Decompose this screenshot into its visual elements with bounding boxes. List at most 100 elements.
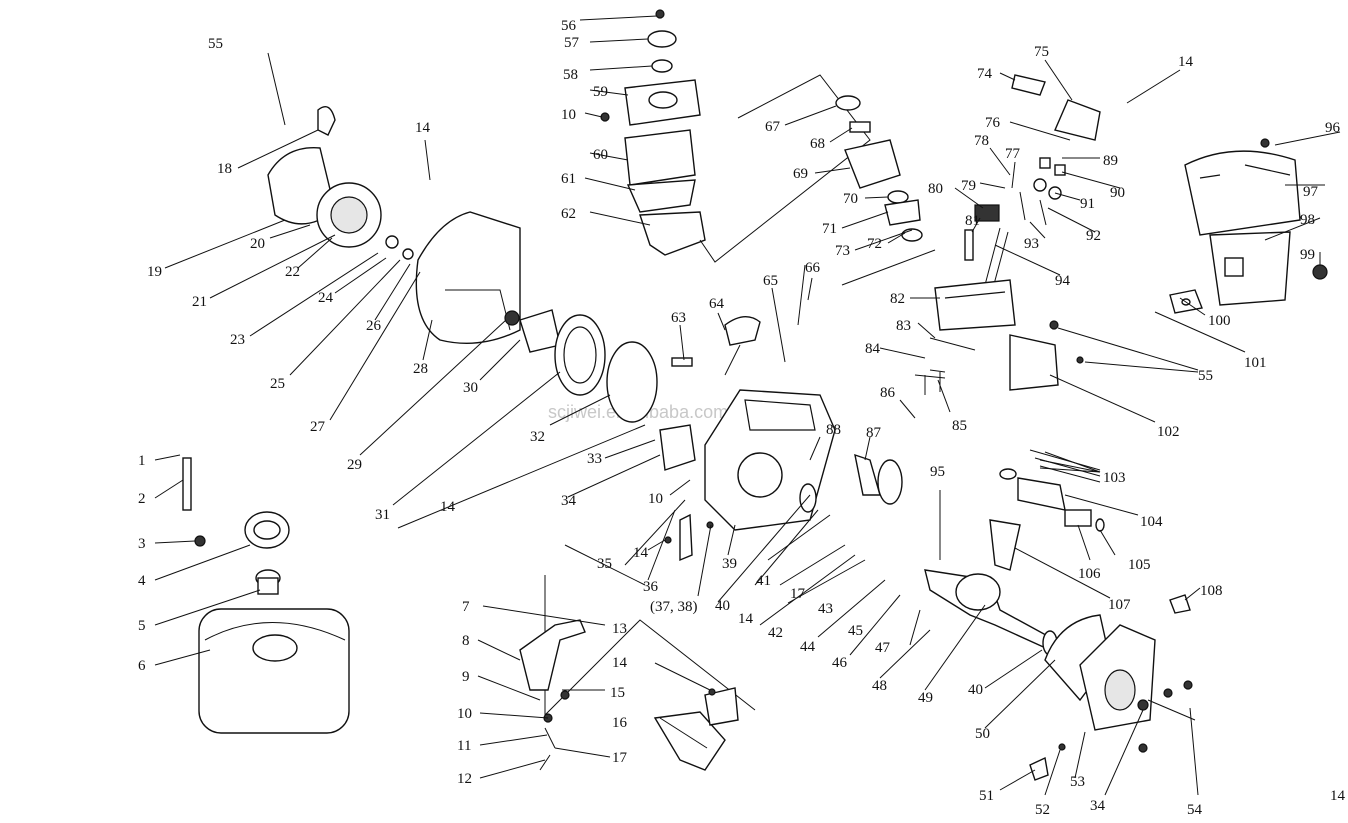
callout-58: 58 <box>563 67 578 83</box>
callout-81: 81 <box>965 213 980 229</box>
connecting-rod <box>989 519 1021 571</box>
callout-55-starter: 55 <box>208 36 223 52</box>
piston-rings <box>1029 449 1101 471</box>
callout-4: 4 <box>138 573 146 589</box>
callout-103: 103 <box>1103 470 1126 486</box>
governor-spring <box>539 754 551 771</box>
piston <box>1017 477 1066 511</box>
callout-60: 60 <box>593 147 608 163</box>
carburetor-insulator <box>884 199 921 226</box>
callout-73: 73 <box>835 243 850 259</box>
head-gasket <box>929 337 976 351</box>
callout-27: 27 <box>310 419 326 435</box>
callout-71: 71 <box>822 221 837 237</box>
callout-3: 3 <box>138 536 146 552</box>
wing-nut <box>655 9 665 19</box>
callout-104: 104 <box>1140 514 1163 530</box>
callout-107: 107 <box>1108 597 1131 613</box>
callout-21: 21 <box>192 294 207 310</box>
callout-95: 95 <box>930 464 945 480</box>
callout-19: 19 <box>147 264 162 280</box>
callout-30: 30 <box>463 380 478 396</box>
fuel-tank-opening <box>252 634 298 662</box>
governor-link <box>671 357 693 367</box>
callout-56: 56 <box>561 18 577 34</box>
callout-14-throttle: 14 <box>612 655 628 671</box>
callout-20: 20 <box>250 236 265 252</box>
push-rod-pin <box>1019 191 1026 221</box>
callout-50: 50 <box>975 726 990 742</box>
fan-shroud <box>415 211 521 344</box>
callout-78: 78 <box>974 133 989 149</box>
callout-96: 96 <box>1325 120 1341 136</box>
callout-37-38: (37, 38) <box>650 599 698 615</box>
carburetor-bracket-line <box>699 74 871 263</box>
callout-102: 102 <box>1157 424 1180 440</box>
callout-54: 54 <box>1187 802 1203 818</box>
exhaust-manifold <box>1009 334 1059 391</box>
oil-sensor <box>679 513 693 562</box>
flywheel <box>554 314 606 396</box>
insulator-gasket <box>887 190 909 204</box>
rocker-cover <box>1054 99 1101 141</box>
muffler-screw <box>1260 138 1270 148</box>
callout-108: 108 <box>1200 583 1223 599</box>
callout-40-left: 40 <box>715 598 730 614</box>
callout-99: 99 <box>1300 247 1315 263</box>
callout-74: 74 <box>977 66 993 82</box>
callout-89: 89 <box>1103 153 1118 169</box>
callout-64: 64 <box>709 296 725 312</box>
callout-59: 59 <box>593 84 608 100</box>
oil-plug <box>1169 594 1191 614</box>
carburetor-gasket-top <box>835 95 861 111</box>
callout-75: 75 <box>1034 44 1049 60</box>
carburetor <box>844 139 901 189</box>
callout-68: 68 <box>810 136 825 152</box>
callout-85: 85 <box>952 418 967 434</box>
callout-13: 13 <box>612 621 627 637</box>
callout-92: 92 <box>1086 228 1101 244</box>
callout-52: 52 <box>1035 802 1050 818</box>
callout-76: 76 <box>985 115 1001 131</box>
callout-11: 11 <box>457 738 471 754</box>
callout-32: 32 <box>530 429 545 445</box>
push-rods <box>984 227 1001 286</box>
callout-53: 53 <box>1070 774 1085 790</box>
breather-tube <box>1011 74 1046 96</box>
callout-88: 88 <box>826 422 841 438</box>
callout-69: 69 <box>793 166 808 182</box>
callout-39: 39 <box>722 556 737 572</box>
ignition-coil-ring <box>606 341 658 423</box>
callout-6: 6 <box>138 658 146 674</box>
muffler-nut <box>1312 264 1328 280</box>
callout-45: 45 <box>848 623 863 639</box>
callout-5: 5 <box>138 618 146 634</box>
callout-61: 61 <box>561 171 576 187</box>
air-filter-element <box>624 129 696 186</box>
callout-24: 24 <box>318 290 334 306</box>
callout-22: 22 <box>285 264 300 280</box>
muffler-cover <box>1184 150 1301 236</box>
callout-55-exhaust: 55 <box>1198 368 1213 384</box>
drain-plug <box>1029 756 1049 781</box>
exhaust-valve <box>929 369 946 392</box>
callout-97: 97 <box>1303 184 1319 200</box>
callout-10-governor: 10 <box>457 706 472 722</box>
callout-17-cam: 17 <box>790 586 806 602</box>
flywheel-nut <box>504 310 520 326</box>
callout-105: 105 <box>1128 557 1151 573</box>
callout-43: 43 <box>818 601 833 617</box>
callout-57: 57 <box>564 35 580 51</box>
callout-34-coil: 34 <box>561 493 577 509</box>
air-cleaner-grommet <box>651 59 673 73</box>
callout-72: 72 <box>867 236 882 252</box>
callout-84: 84 <box>865 341 881 357</box>
callout-66: 66 <box>805 260 821 276</box>
callout-25: 25 <box>270 376 285 392</box>
callout-36: 36 <box>643 579 659 595</box>
callout-98: 98 <box>1300 212 1315 228</box>
callout-14-sensor: 14 <box>633 545 649 561</box>
callout-17-governor: 17 <box>612 750 628 766</box>
fuel-tank <box>198 608 350 734</box>
